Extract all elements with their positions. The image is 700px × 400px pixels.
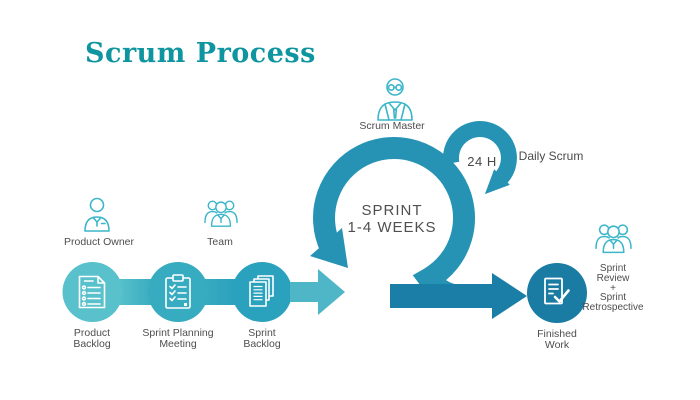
delivery-arrow: [390, 273, 527, 319]
review-line: +: [610, 282, 616, 294]
review-line: Sprint: [599, 263, 627, 274]
daily-duration-label: 24 H: [467, 154, 497, 169]
page-title: Scrum Process: [85, 38, 316, 69]
sprint-line1: SPRINT: [361, 202, 423, 219]
finished-work-label: Finished Work: [537, 328, 577, 351]
team-review-icon: [595, 221, 632, 255]
finished-work-circle: [527, 263, 587, 323]
sprint-cycle-arrow: [310, 137, 492, 307]
product-owner-label: Product Owner: [63, 236, 135, 248]
team-icon: [204, 197, 238, 229]
review-line: Review: [596, 272, 630, 284]
daily-scrum-label: Daily Scrum: [518, 149, 584, 163]
team-label: Team: [207, 236, 233, 248]
sprint-duration-text: SPRINT 1-4 WEEKS: [347, 202, 436, 236]
sprint-planning-circle: [148, 262, 208, 322]
product-backlog-circle: [62, 262, 123, 322]
document-check-icon: [542, 277, 572, 308]
clipboard-checklist-icon: [164, 274, 192, 310]
sprint-review-text: Sprint Review + Sprint Retrospective: [582, 264, 643, 313]
stacked-documents-icon: [247, 275, 277, 309]
flow-arrow: [290, 269, 345, 315]
review-line: Retrospective: [582, 302, 644, 314]
scrum-master-label: Scrum Master: [359, 120, 425, 132]
product-backlog-label: Product Backlog: [73, 327, 111, 350]
review-line: Sprint: [599, 292, 627, 304]
sprint-backlog-label: Sprint Backlog: [243, 327, 281, 350]
document-list-icon: [78, 275, 106, 309]
sprint-planning-label: Sprint Planning Meeting: [142, 327, 214, 350]
sprint-line2: 1-4 WEEKS: [347, 219, 437, 236]
product-owner-icon: [82, 196, 112, 234]
daily-scrum-loop-arrow: [442, 121, 517, 195]
scrum-master-icon: [372, 76, 418, 124]
